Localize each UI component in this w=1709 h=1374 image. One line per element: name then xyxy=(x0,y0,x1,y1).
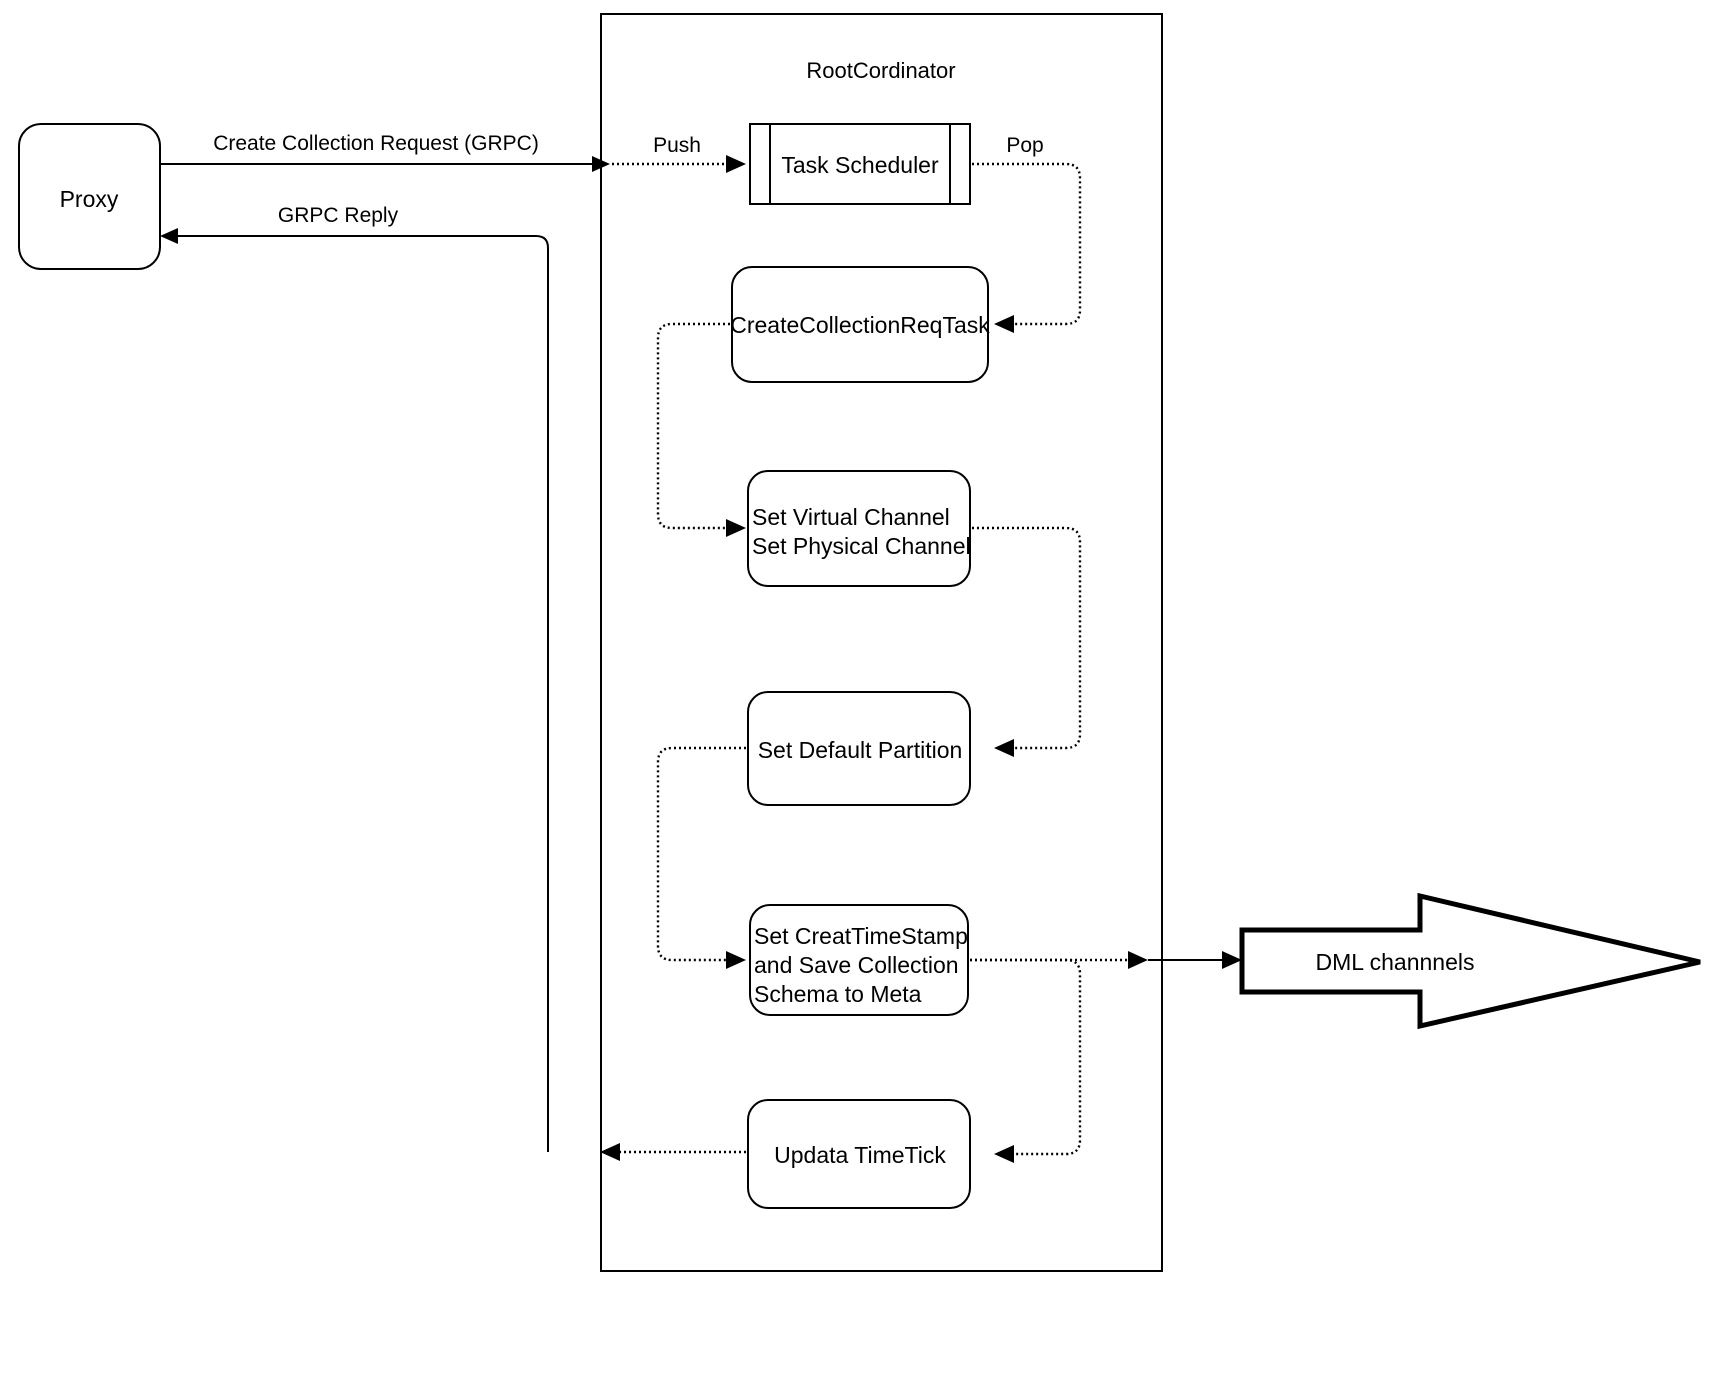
edge-timetick-to-reply xyxy=(600,1143,746,1161)
dml-channels-label: DML channnels xyxy=(1316,949,1475,975)
set-channel-to-default-partition-arrowhead xyxy=(994,739,1014,757)
set-timestamp-label-line1: Set CreatTimeStamp xyxy=(754,923,968,949)
create-request-label: Create Collection Request (GRPC) xyxy=(213,132,539,155)
update-timetick-label: Updata TimeTick xyxy=(774,1142,946,1168)
node-proxy[interactable]: Proxy xyxy=(18,123,161,270)
timestamp-to-timetick-line xyxy=(970,958,1082,1156)
set-default-partition-box[interactable] xyxy=(747,691,971,806)
proxy-label: Proxy xyxy=(60,186,119,212)
timestamp-to-timetick-arrowhead xyxy=(994,1145,1014,1163)
edge-grpc-reply: GRPC Reply xyxy=(160,204,549,1152)
node-set-default-partition[interactable]: Set Default Partition xyxy=(747,691,971,806)
set-timestamp-box[interactable] xyxy=(749,904,969,1016)
edge-default-partition-to-timestamp xyxy=(656,746,746,969)
create-request-arrowhead xyxy=(592,156,610,172)
pop-arrowhead xyxy=(994,315,1014,333)
pop-line xyxy=(972,162,1082,326)
edge-push: Push xyxy=(612,134,746,173)
pop-label: Pop xyxy=(1006,134,1043,157)
grpc-reply-arrowhead xyxy=(160,228,178,244)
default-partition-to-timestamp-arrowhead xyxy=(726,951,746,969)
edge-set-channel-to-default-partition xyxy=(972,526,1082,757)
dml-channels-arrow-shape[interactable] xyxy=(1239,892,1701,1030)
edge-pop: Pop xyxy=(972,134,1082,333)
node-task-scheduler[interactable]: Task Scheduler xyxy=(749,123,971,205)
task-scheduler-label: Task Scheduler xyxy=(781,152,939,178)
timetick-to-reply-arrowhead xyxy=(600,1143,620,1161)
node-set-channel[interactable]: Set Virtual Channel Set Physical Channel xyxy=(747,470,971,587)
set-channel-label-line1: Set Virtual Channel xyxy=(752,504,950,530)
node-set-timestamp[interactable]: Set CreatTimeStamp and Save Collection S… xyxy=(749,904,969,1016)
proxy-box[interactable] xyxy=(18,123,161,270)
edge-create-request: Create Collection Request (GRPC) xyxy=(160,132,610,172)
task-to-set-channel-arrowhead xyxy=(726,519,746,537)
push-arrowhead xyxy=(726,155,746,173)
grpc-reply-line xyxy=(178,235,549,1152)
default-partition-to-timestamp-line xyxy=(656,746,746,962)
rootcordinator-label: RootCordinator xyxy=(806,58,955,83)
set-timestamp-label-line3: Schema to Meta xyxy=(754,981,922,1007)
create-collection-req-task-label: CreateCollectionReqTask xyxy=(730,312,990,338)
grpc-reply-label: GRPC Reply xyxy=(278,204,399,227)
set-default-partition-label: Set Default Partition xyxy=(758,737,963,763)
set-timestamp-label-line2: and Save Collection xyxy=(754,952,959,978)
set-channel-box[interactable] xyxy=(747,470,971,587)
push-label: Push xyxy=(653,134,701,157)
create-collection-req-task-box[interactable] xyxy=(731,266,989,383)
node-create-collection-req-task[interactable]: CreateCollectionReqTask xyxy=(730,266,990,383)
update-timetick-box[interactable] xyxy=(747,1099,971,1209)
timestamp-to-dml-arrowhead-2 xyxy=(1222,951,1242,969)
task-scheduler-box[interactable] xyxy=(749,123,971,205)
edge-timestamp-to-timetick xyxy=(970,958,1082,1163)
set-channel-label-line2: Set Physical Channel xyxy=(752,533,971,559)
rootcordinator-boundary xyxy=(600,13,1163,1272)
edge-task-to-set-channel xyxy=(656,322,746,537)
task-to-set-channel-line xyxy=(656,322,730,530)
timestamp-to-dml-arrowhead-1 xyxy=(1128,951,1148,969)
node-dml-channels[interactable]: DML channnels xyxy=(1239,892,1701,1030)
rootcordinator-container: RootCordinator xyxy=(600,13,1163,1272)
node-update-timetick[interactable]: Updata TimeTick xyxy=(747,1099,971,1209)
set-channel-to-default-partition-line xyxy=(972,526,1082,750)
